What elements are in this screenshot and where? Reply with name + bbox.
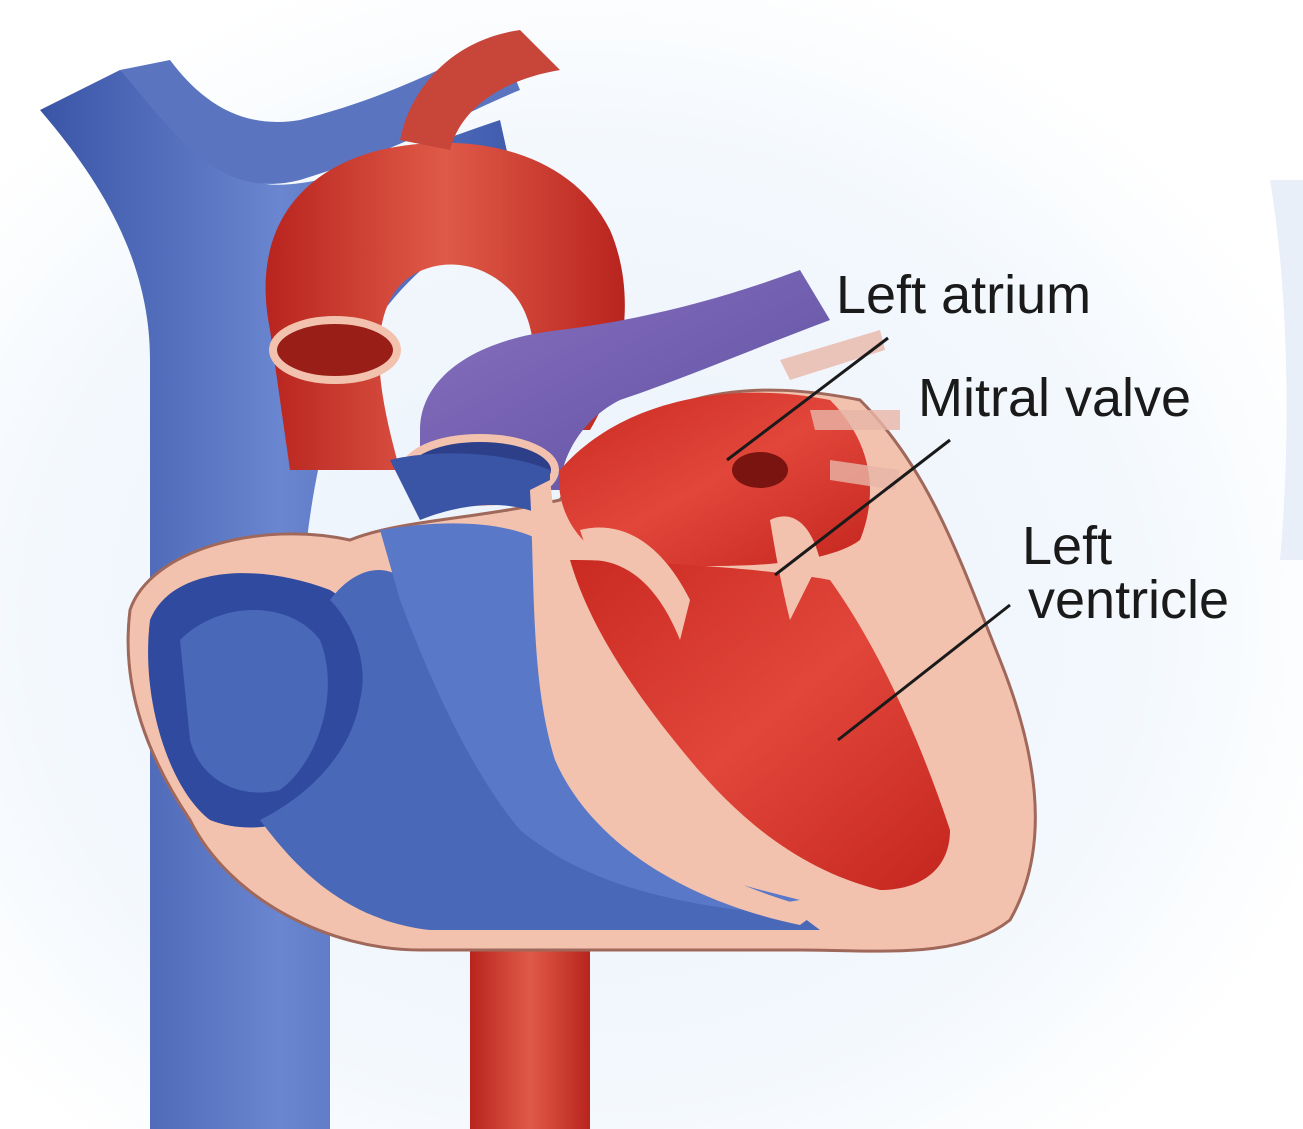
descending-aorta [470, 940, 590, 1129]
label-left-ventricle: Left ventricle [1022, 519, 1229, 627]
label-mitral-valve: Mitral valve [918, 371, 1191, 425]
label-left-ventricle-line1: Left [1022, 519, 1229, 573]
label-left-ventricle-line2: ventricle [1028, 573, 1229, 627]
label-left-atrium: Left atrium [836, 268, 1091, 322]
